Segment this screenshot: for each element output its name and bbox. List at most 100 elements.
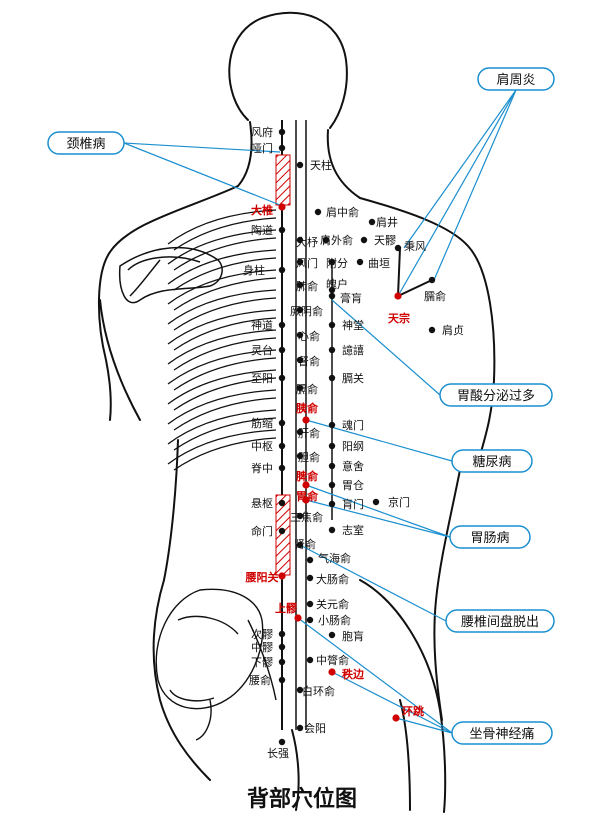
acupoint-label: 命门	[251, 524, 273, 538]
acupoint-label: 三焦俞	[290, 510, 323, 524]
left-shoulder-outline	[97, 185, 239, 421]
acupoint: 肾俞	[294, 537, 316, 551]
condition-label: 胃酸分泌过多	[457, 388, 535, 404]
acupoint-label: 附分	[326, 256, 348, 270]
acupoint: 次髎	[251, 627, 286, 641]
ribs	[167, 209, 277, 471]
acupoint: 命门	[251, 524, 286, 538]
leader-line	[403, 89, 517, 249]
neck-right	[326, 129, 361, 199]
acupoint: 膈俞	[296, 382, 318, 396]
acupoint-dot	[392, 714, 400, 722]
acupoint-label: 脾俞	[296, 469, 319, 483]
acupoint: 督俞	[296, 354, 320, 368]
acupoint-label: 腰俞	[249, 673, 271, 687]
acupoint-label: 大肠俞	[316, 572, 349, 586]
leader-line	[297, 617, 453, 734]
acupoint-label: 秩边	[342, 667, 365, 681]
acupoint-dot	[296, 281, 304, 289]
acupoint: 大肠俞	[306, 572, 349, 586]
condition-label: 糖尿病	[472, 454, 511, 470]
acupoint: 天柱	[296, 158, 332, 172]
leader-line	[123, 142, 281, 206]
acupoint-dot	[306, 656, 314, 664]
acupoint-label: 气海俞	[318, 551, 351, 565]
acupoint-label: 胃仓	[342, 478, 364, 492]
acupoint-label: 身柱	[243, 263, 265, 277]
acupoint-dot	[356, 258, 364, 266]
acupoint-dot	[328, 442, 336, 450]
acupoint-label: 胆俞	[298, 450, 320, 464]
acupoint-label: 曲垣	[368, 257, 390, 270]
acupoint: 譩譆	[328, 343, 364, 357]
acupoint-label: 大杼	[296, 235, 318, 249]
acupoint-dot	[296, 452, 304, 460]
buttock-crease	[291, 729, 300, 811]
acupoint: 肝俞	[296, 426, 320, 440]
acupoint: 白环俞	[296, 684, 335, 698]
acupoint: 风府	[251, 125, 286, 139]
acupoint: 天髎	[360, 234, 396, 247]
acupoint-label: 志室	[342, 523, 364, 537]
acupoint: 大杼	[296, 235, 318, 249]
acupoint-dot	[278, 676, 286, 684]
condition-box-shoulder: 肩周炎	[477, 67, 555, 91]
acupoint: 肓门	[328, 497, 364, 511]
acupoint-dot	[296, 512, 304, 520]
acupoint-label: 譩譆	[342, 343, 364, 357]
acupoint-dot	[328, 631, 336, 639]
leader-line	[305, 419, 453, 462]
acupoint-label: 灵台	[251, 343, 273, 357]
acupoint: 心俞	[296, 329, 320, 343]
acupoint-dot	[328, 462, 336, 470]
acupoint-label: 肾俞	[294, 537, 316, 551]
acupoint-dot	[394, 244, 402, 252]
acupoint: 风门	[296, 256, 318, 270]
acupoint-label: 白环俞	[302, 684, 335, 698]
acupoint-label: 肩中俞	[326, 205, 359, 219]
acupoint-label: 大椎	[251, 203, 273, 217]
acupoint-dot	[328, 526, 336, 534]
acupoint-label: 肩外俞	[320, 233, 353, 247]
acupoint-dot	[328, 292, 336, 300]
acupoint-label: 陶道	[251, 223, 273, 237]
acupoint: 曲垣	[356, 257, 390, 270]
acupoint-dot	[360, 236, 368, 244]
acupoint-label: 中膂俞	[316, 653, 349, 667]
acupoint-label: 次髎	[251, 627, 273, 641]
acupoint-dot	[328, 258, 336, 266]
acupoint: 胃俞	[296, 489, 319, 504]
acupoint-dot	[278, 499, 286, 507]
leader-line	[395, 717, 453, 734]
acupoint: 肩中俞	[314, 205, 359, 219]
acupoint-label: 长强	[267, 747, 289, 760]
acupoint-dot	[328, 500, 336, 508]
neck-left	[237, 121, 253, 187]
acupoint-label: 胞肓	[342, 629, 364, 643]
acupoint-dot	[306, 556, 314, 564]
acupoint-dot	[328, 321, 336, 329]
acupoint: 臑俞	[424, 276, 446, 303]
acupoint-dot	[278, 419, 286, 427]
acupoint-dot	[296, 428, 304, 436]
acupoint-label: 胰俞	[295, 401, 319, 415]
acupoint-dot	[278, 738, 286, 746]
acupoint: 陶道	[251, 223, 286, 237]
acupoint-dot	[322, 236, 330, 244]
acupoint-label: 肩井	[376, 215, 398, 229]
acupoint: 上髎	[275, 601, 302, 622]
acupoint: 中膂俞	[306, 653, 349, 667]
acupoint-label: 阳纲	[342, 440, 364, 453]
acupoint-dot	[278, 128, 286, 136]
acupoint-dot	[278, 226, 286, 234]
condition-label: 坐骨神经痛	[469, 726, 534, 742]
acupoint-label: 肺俞	[296, 279, 318, 293]
acupoint-dot	[278, 442, 286, 450]
acupoint-dot	[302, 416, 310, 424]
acupoint-dot	[328, 481, 336, 489]
acupoint-label: 腰阳关	[245, 570, 279, 584]
acupoint-dot	[302, 481, 310, 489]
acupoint: 附分	[326, 256, 348, 270]
condition-box-sciatica: 坐骨神经痛	[451, 721, 553, 745]
